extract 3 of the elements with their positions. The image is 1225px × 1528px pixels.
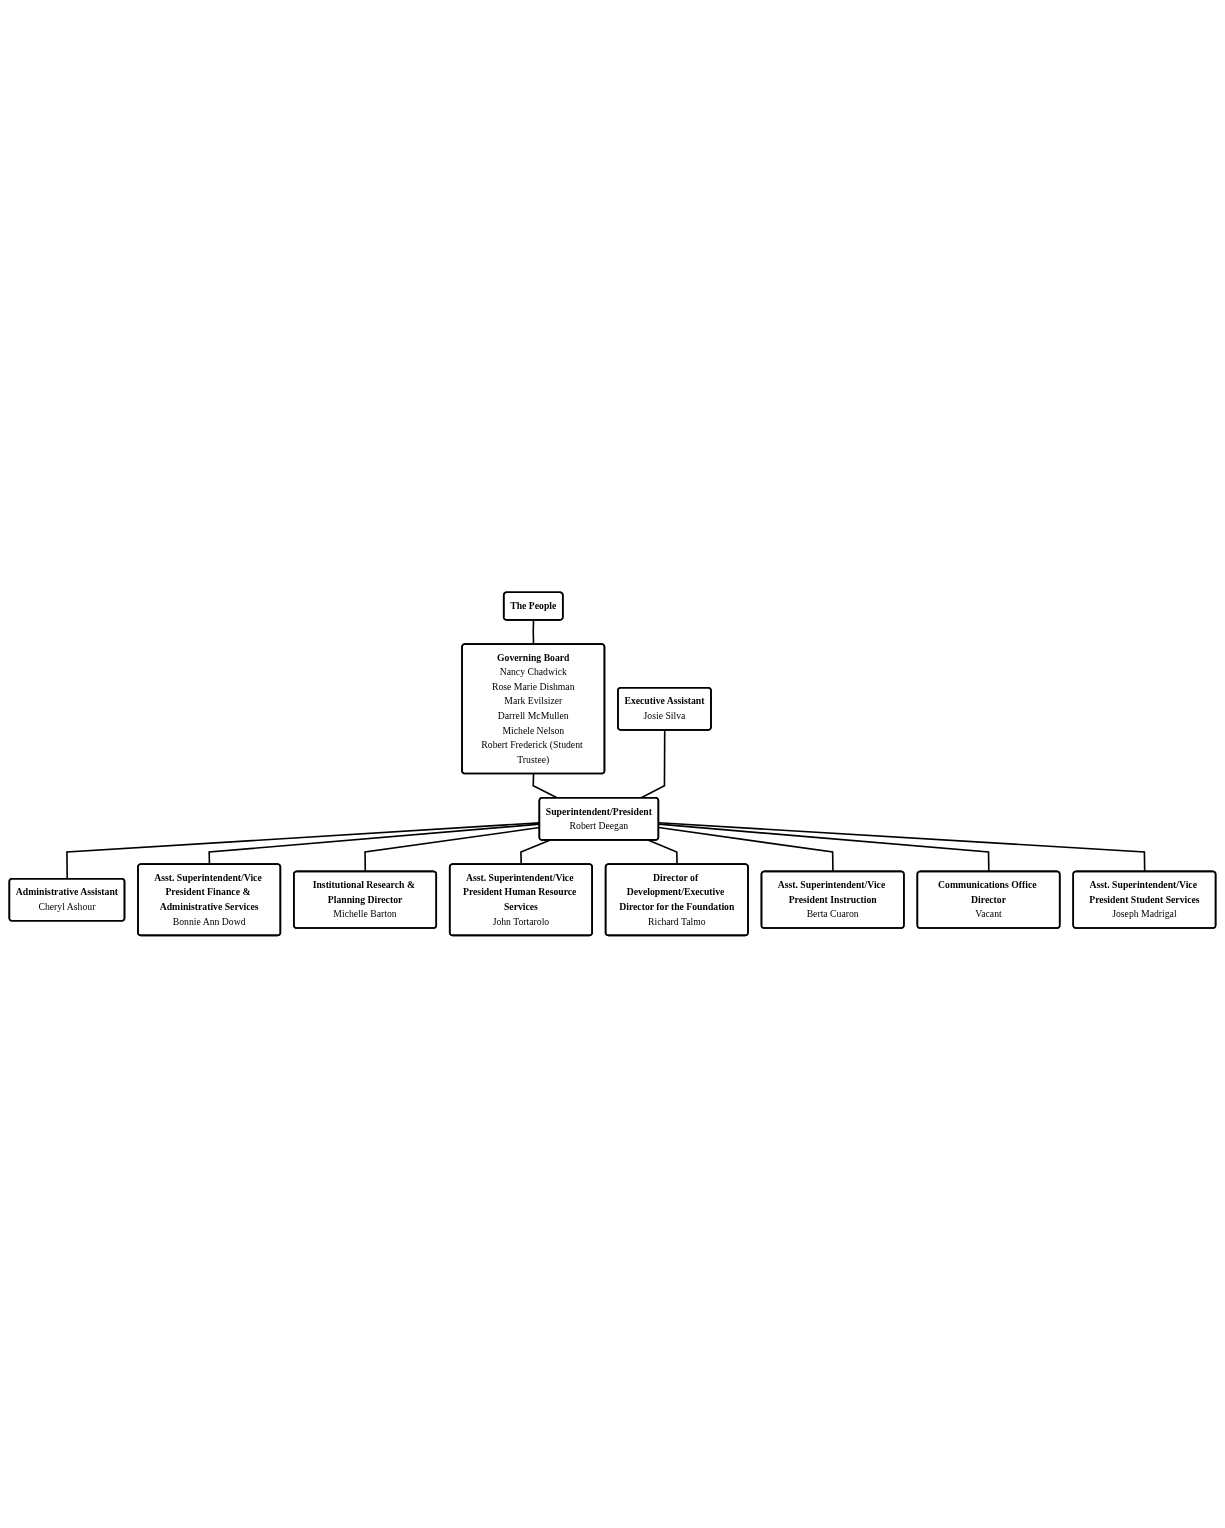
connector xyxy=(520,839,551,866)
connector xyxy=(647,839,678,866)
connector xyxy=(532,619,535,646)
